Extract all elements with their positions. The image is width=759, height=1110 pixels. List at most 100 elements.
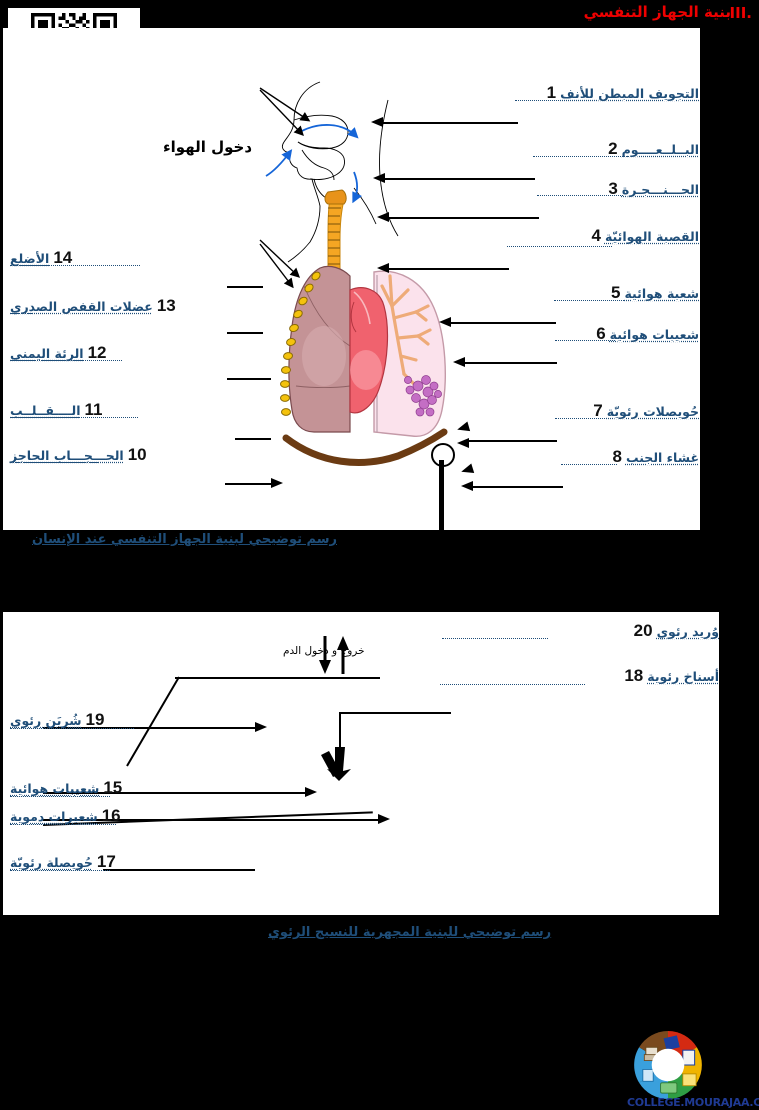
label-13-number: 13 (157, 296, 176, 316)
pointer-line-13 (227, 332, 263, 334)
label-8[interactable]: 8 غشاء الجنب (613, 447, 700, 467)
pointer-arrow-19 (255, 722, 267, 732)
leader-17 (10, 870, 110, 871)
leader-3 (537, 195, 623, 196)
leader-4 (507, 246, 612, 247)
pointer-arrow-16 (378, 814, 390, 824)
label-4-number: 4 (591, 226, 600, 246)
label-18-number: 18 (624, 666, 643, 686)
label-16[interactable]: 16 شعيرات دموية (10, 806, 121, 826)
label-3[interactable]: 3 الحـــنـــجـرة (608, 179, 699, 199)
label-17-text: حُويصلة رئويّة (10, 855, 93, 870)
label-10-text: الحـــجـــاب الحاجز (10, 448, 124, 463)
site-logo-icon[interactable] (631, 1028, 705, 1102)
pointer-line-18 (339, 712, 451, 714)
pointer-line-3 (389, 217, 539, 219)
figure1-caption: رسم توضيحي لبنية الجهاز التنفسي عند الإن… (32, 532, 337, 547)
label-4[interactable]: 4 القصبة الهوائيّة (591, 226, 699, 246)
leader-19 (10, 728, 134, 729)
pointer-line-2 (385, 178, 535, 180)
magnifier-stem (439, 460, 444, 558)
label-15-number: 15 (103, 778, 122, 798)
leader-16 (10, 824, 116, 825)
leader-10 (10, 462, 98, 463)
leader-15 (10, 796, 110, 797)
leader-11 (10, 417, 138, 418)
label-5[interactable]: 5 شعبة هوائية (611, 283, 699, 303)
label-13-text: عضلات القفص الصدري (10, 299, 153, 314)
pointer-line-14 (227, 286, 263, 288)
respiratory-system-illustration (258, 80, 508, 500)
label-10-number: 10 (128, 445, 147, 465)
pointer-arrow-3 (377, 212, 389, 222)
leader-8 (561, 464, 617, 465)
label-17-number: 17 (97, 852, 116, 872)
pointer-arrow-4 (377, 263, 389, 273)
label-18-text: أسناخ رئوية (647, 669, 719, 684)
pointer-arrow-15 (305, 787, 317, 797)
label-18[interactable]: 18 أسناخ رئوية (624, 666, 719, 686)
leader-13 (10, 313, 32, 314)
label-20-number: 20 (634, 621, 653, 641)
label-11-text: الــــقــلــب (10, 403, 81, 418)
figure2-caption: رسم توضيحي للبنية المجهرية للنسيج الرئوي (268, 925, 551, 940)
label-6-number: 6 (596, 324, 605, 344)
pointer-arrow-6 (453, 357, 465, 367)
label-19-number: 19 (86, 710, 105, 730)
label-7-text: حُويصلات رئويّة (607, 404, 699, 419)
label-17[interactable]: 17 حُويصلة رئويّة (10, 852, 116, 872)
leader-20 (442, 638, 548, 639)
label-16-text: شعيرات دموية (10, 809, 98, 824)
label-15[interactable]: 15 شعيبات هوائية (10, 778, 122, 798)
pointer-line-17 (103, 869, 255, 871)
pointer-arrow-8b (461, 481, 473, 491)
label-3-number: 3 (608, 179, 617, 199)
pointer-line-10 (225, 483, 273, 485)
label-14-text: الأضلع (10, 251, 49, 266)
label-15-text: شعيبات هوائية (10, 781, 99, 796)
pointer-arrow-18-head (315, 747, 361, 781)
pointer-line-1 (383, 122, 518, 124)
label-19-text: شُريَن رئوي (10, 713, 82, 728)
leader-2 (533, 156, 629, 157)
label-1[interactable]: 1 التجويف المبطن للأنف (547, 83, 699, 103)
label-16-number: 16 (102, 806, 121, 826)
label-19[interactable]: 19 شُريَن رئوي (10, 710, 104, 730)
pointer-diagonal-20 (123, 674, 183, 769)
section-title-number: III. (730, 4, 752, 22)
pointer-arrow-10 (271, 478, 283, 488)
label-12-text: الرئة اليمنى (10, 346, 84, 361)
pointer-line-4 (389, 268, 509, 270)
pointer-arrow-2 (373, 173, 385, 183)
label-5-text: شعبة هوائية (624, 286, 699, 301)
leader-12 (10, 360, 122, 361)
leader-1 (515, 100, 559, 101)
pointer-arrow-5 (439, 317, 451, 327)
pointer-arrow-7b (457, 438, 469, 448)
leader-7 (555, 418, 611, 419)
section-title-text: بنية الجهاز التنفسي (584, 3, 731, 21)
label-2-text: البــلــعــــوم (622, 142, 699, 157)
label-4-text: القصبة الهوائيّة (605, 229, 699, 244)
label-13[interactable]: 13 عضلات القفص الصدري (10, 296, 176, 316)
pointer-line-11 (235, 438, 271, 440)
label-8-text: غشاء الجنب (626, 450, 699, 465)
pointer-line-20 (175, 677, 380, 679)
label-1-text: التجويف المبطن للأنف (560, 86, 699, 101)
pointer-line-5 (451, 322, 556, 324)
label-20-text: وُريد رئوي (657, 624, 719, 639)
label-6[interactable]: 6 شعيبات هوائية (596, 324, 699, 344)
annotation-air-entry: دخول الهواء (163, 138, 252, 156)
leader-14 (10, 265, 140, 266)
pointer-line-6 (465, 362, 557, 364)
label-20[interactable]: 20 وُريد رئوي (634, 621, 719, 641)
label-3-text: الحـــنـــجـرة (622, 182, 699, 197)
site-logo-text: COLLEGE.MOURAJAA.COM (627, 1096, 759, 1109)
pointer-arrow-1 (371, 117, 383, 127)
leader-6 (555, 340, 615, 341)
leader-18 (440, 684, 585, 685)
pointer-line-12 (227, 378, 271, 380)
pointer-line-7 (469, 440, 557, 442)
pointer-line-8 (473, 486, 563, 488)
